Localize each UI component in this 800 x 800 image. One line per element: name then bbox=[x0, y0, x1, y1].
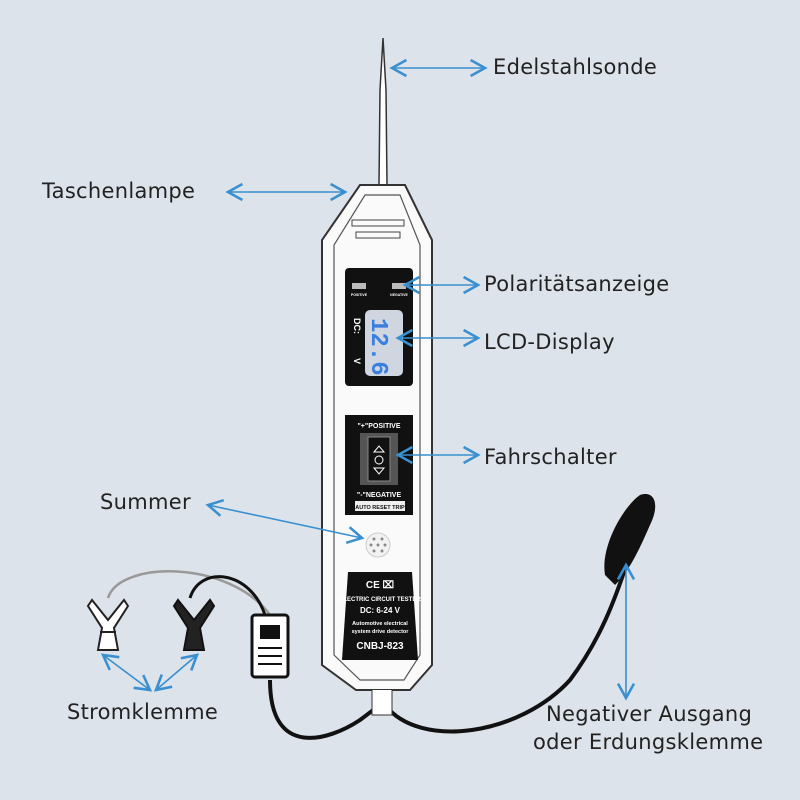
auto-reset-label: AUTO RESET TRIP bbox=[355, 505, 405, 511]
label-buzzer: Summer bbox=[100, 490, 191, 514]
lcd-reading: 12.6 bbox=[364, 318, 391, 376]
cables bbox=[106, 559, 630, 740]
dc-label: DC: bbox=[352, 318, 362, 334]
label-flashlight: Taschenlampe bbox=[42, 179, 196, 203]
callout-arrows bbox=[100, 58, 636, 701]
tester-body: POSITIVE NEGATIVE DC: V 12.6 "+"POSITIVE… bbox=[321, 184, 433, 716]
switch-down-icon bbox=[372, 467, 386, 475]
voltage-range: DC: 6-24 V bbox=[360, 606, 401, 615]
label-clamp: Stromklemme bbox=[67, 700, 219, 724]
positive-label: "+"POSITIVE bbox=[357, 423, 400, 430]
label-probe: Edelstahlsonde bbox=[493, 55, 658, 79]
power-clamp-right bbox=[172, 598, 216, 651]
label-polarity: Polaritätsanzeige bbox=[484, 272, 670, 296]
product-name: ELECTRIC CIRCUIT TESTER bbox=[339, 597, 421, 603]
buzzer-holes bbox=[365, 532, 391, 558]
power-clamp-left bbox=[86, 598, 130, 651]
plug bbox=[250, 613, 290, 679]
switch-up-icon bbox=[372, 445, 386, 453]
label-lcd: LCD-Display bbox=[484, 330, 615, 354]
led-negative-label: NEGATIVE bbox=[390, 293, 408, 297]
description-line2: system drive detector bbox=[352, 629, 410, 635]
steel-probe bbox=[378, 37, 388, 186]
negative-label: "-"NEGATIVE bbox=[357, 492, 402, 499]
switch-circle-icon bbox=[374, 455, 384, 465]
ce-mark: CE ⌧ bbox=[366, 580, 394, 591]
ground-clamp bbox=[604, 494, 656, 585]
description-line1: Automotive electrical bbox=[352, 621, 408, 627]
v-label: V bbox=[352, 358, 362, 364]
led-positive-label: POSITIVE bbox=[351, 293, 368, 297]
model-number: CNBJ-823 bbox=[356, 641, 404, 652]
label-switch: Fahrschalter bbox=[484, 445, 617, 469]
label-negative-line1: Negativer Ausgang bbox=[546, 702, 753, 726]
label-negative-line2: oder Erdungsklemme bbox=[533, 730, 764, 754]
